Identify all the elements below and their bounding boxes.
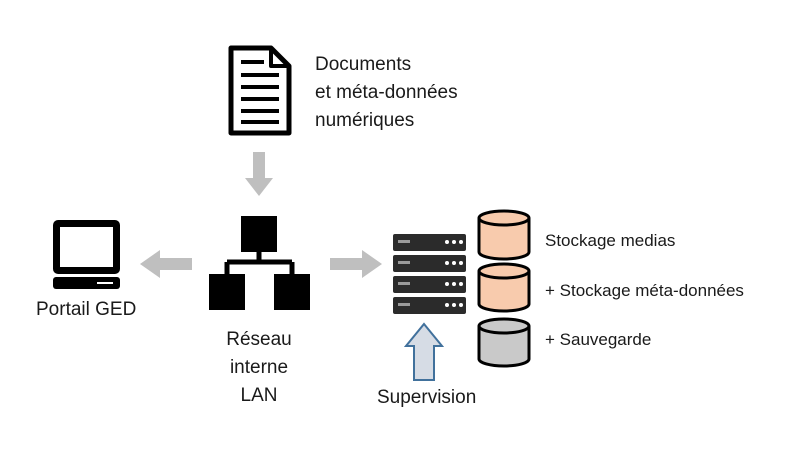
documents-label: Documents et méta-données numériques	[315, 51, 458, 135]
network-hierarchy-icon	[209, 216, 310, 310]
arrow-left-icon	[140, 250, 192, 278]
documents-label-line: numériques	[315, 110, 415, 131]
network-label-line: LAN	[240, 385, 278, 406]
network-label-line: interne	[229, 357, 289, 378]
storage-label-media: Stockage medias	[545, 231, 676, 250]
supervision-label: Supervision	[377, 387, 477, 408]
supervision-arrow-icon	[403, 322, 445, 381]
network-label-line: Réseau	[226, 329, 292, 350]
arrow-down-icon	[245, 152, 273, 196]
portal-label: Portail GED	[36, 299, 137, 320]
documents-label-line: et méta-données	[315, 82, 458, 103]
documents-label-line: Documents	[315, 54, 412, 75]
database-cylinder-icon	[477, 262, 531, 313]
database-cylinder-icon	[477, 209, 531, 261]
storage-label-backup: + Sauvegarde	[545, 330, 652, 349]
arrow-right-icon	[330, 250, 382, 278]
computer-monitor-icon	[53, 220, 120, 289]
server-rack-icon	[393, 234, 466, 314]
storage-label-metadata: + Stockage méta-données	[545, 281, 744, 300]
document-icon	[228, 45, 292, 136]
database-cylinder-icon	[477, 317, 531, 368]
network-label: Réseau interne LAN	[214, 326, 304, 410]
